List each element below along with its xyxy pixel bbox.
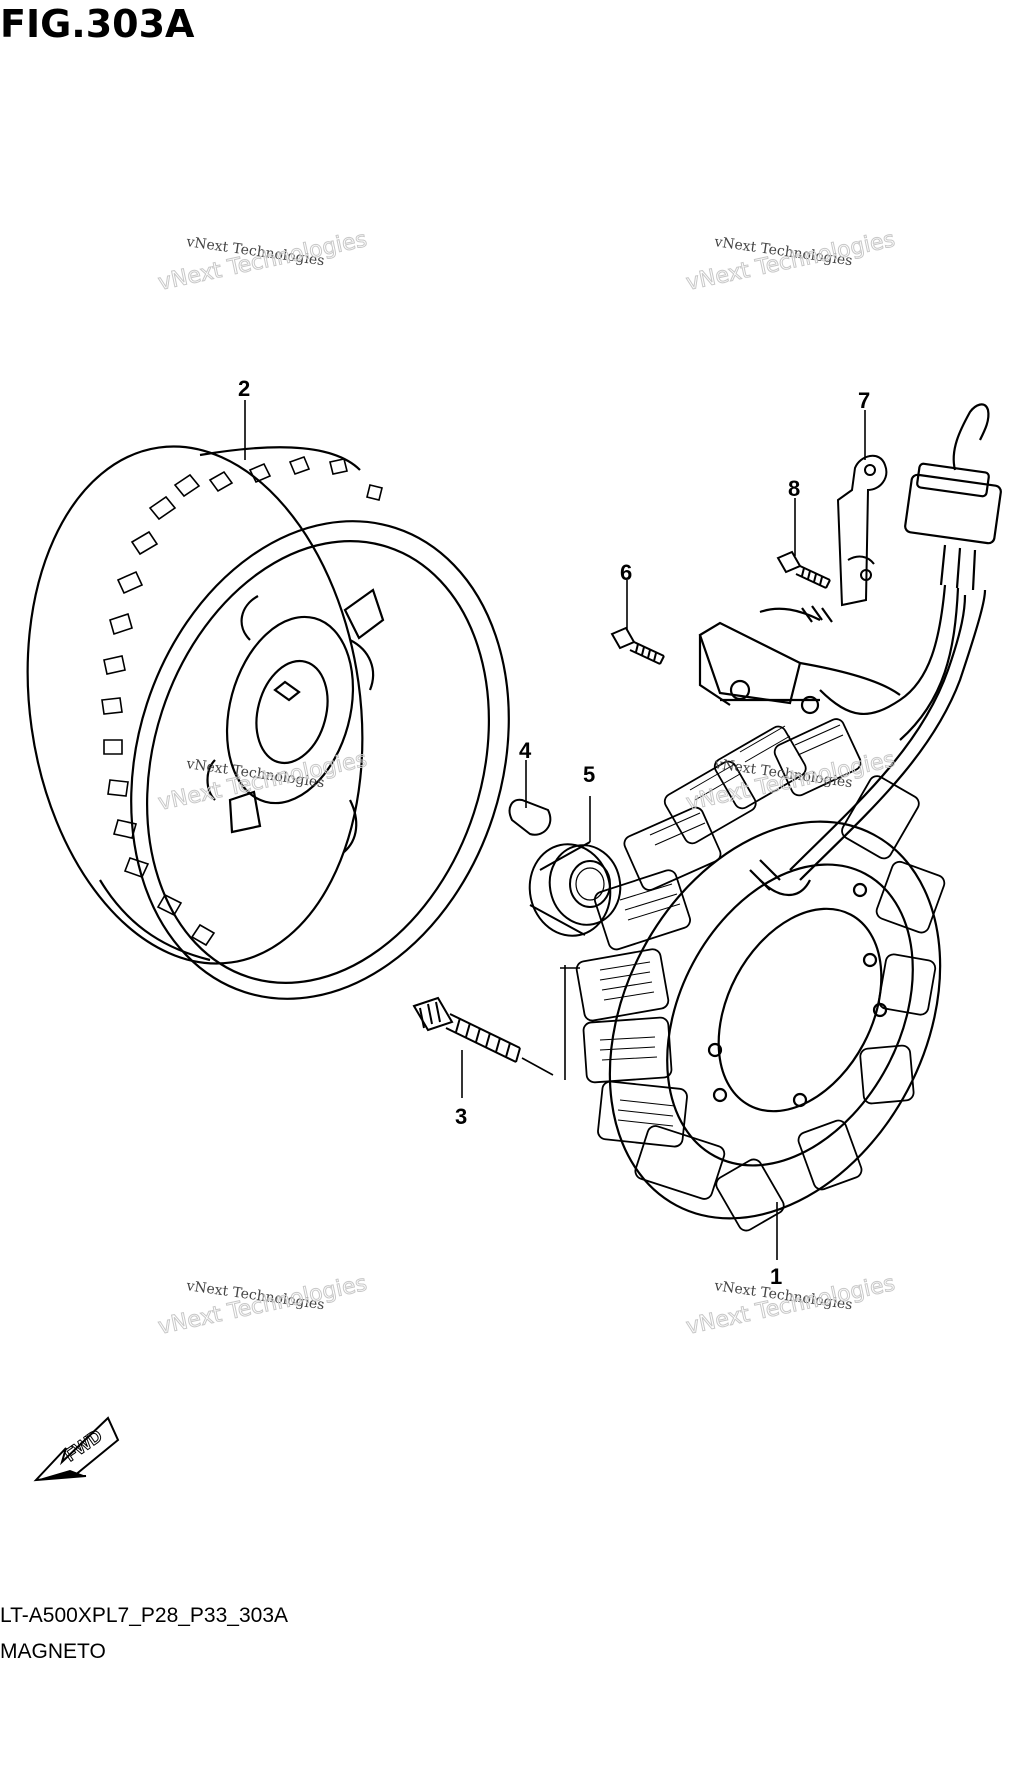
callout-part6: 6 (620, 560, 632, 585)
woodruff-key[interactable] (508, 798, 552, 836)
watermark-middle-left: vNext Technologies vNext Technologies (156, 747, 370, 817)
rotor-nut[interactable] (521, 837, 627, 944)
callout-part5: 5 (583, 762, 595, 787)
callout-part8: 8 (788, 476, 800, 501)
wire-clamp[interactable] (836, 454, 888, 607)
figure-title: FIG.303A (0, 2, 195, 46)
stator-coil[interactable] (544, 403, 1006, 1275)
fwd-arrow-icon: FWD (33, 1416, 120, 1482)
callout-part4: 4 (519, 738, 532, 763)
watermark-bottom-left: vNext Technologies vNext Technologies (156, 1271, 370, 1341)
model-code: LT-A500XPL7_P28_P33_303A (0, 1604, 289, 1627)
rotor-flywheel[interactable] (0, 425, 568, 1049)
callout-part3: 3 (455, 1104, 467, 1129)
watermark-top-right: vNext Technologies vNext Technologies (684, 227, 898, 297)
screw-part8[interactable] (776, 550, 831, 589)
leader-lines (244, 400, 866, 1260)
callout-part7: 7 (858, 388, 870, 413)
bolt-part3[interactable] (412, 996, 521, 1063)
watermark-middle-right: vNext Technologies vNext Technologies (684, 747, 898, 817)
bolt-part6[interactable] (610, 626, 665, 665)
watermark-bottom-right: vNext Technologies vNext Technologies (684, 1271, 898, 1341)
callout-part1: 1 (770, 1264, 782, 1289)
callout-part2: 2 (238, 376, 250, 401)
section-name: MAGNETO (0, 1640, 106, 1663)
watermark-top-left: vNext Technologies vNext Technologies (156, 227, 370, 297)
